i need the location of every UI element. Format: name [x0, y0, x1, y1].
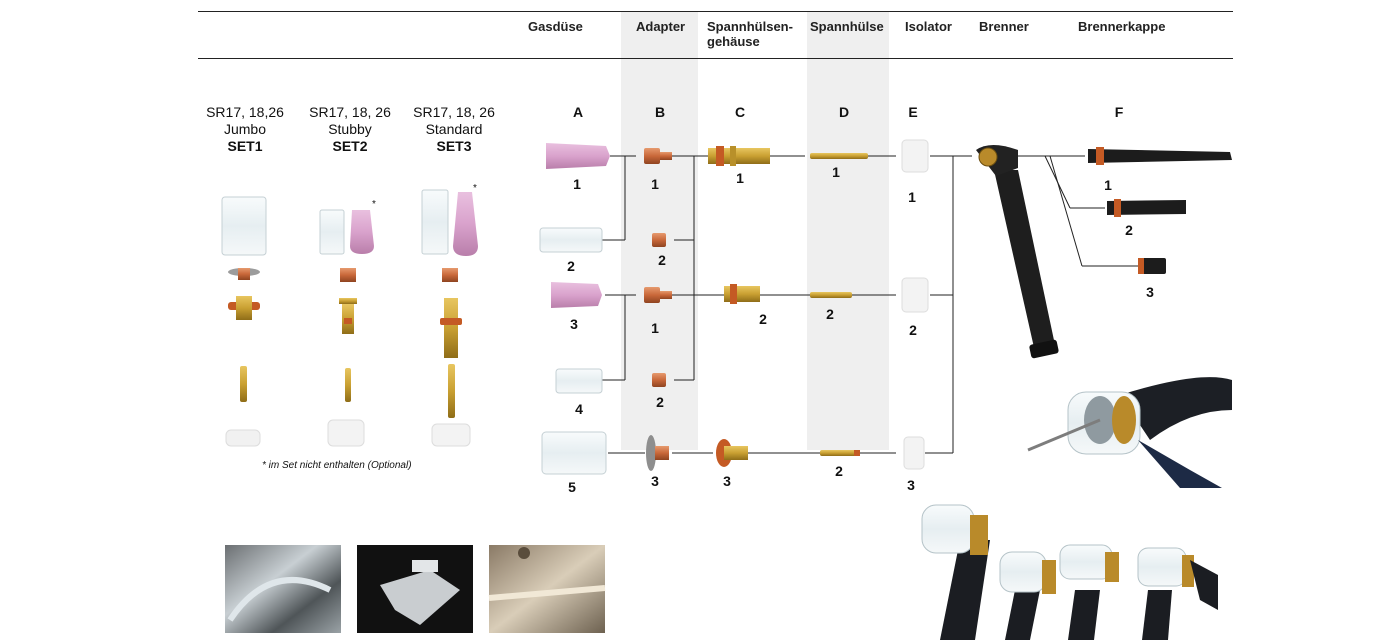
insulators: [901, 139, 929, 470]
header-rule: [198, 58, 1233, 59]
num-b-3: 1: [651, 320, 659, 336]
num-b-2: 2: [658, 252, 666, 268]
gas-nozzles: [539, 143, 610, 475]
optional-note: * im Set nicht enthalten (Optional): [262, 460, 412, 471]
num-a-5: 5: [568, 479, 576, 495]
torch-caps: [1088, 147, 1232, 274]
weld-photo-2: [357, 545, 473, 633]
set1-heading: SR17, 18,26 Jumbo SET1: [190, 104, 300, 155]
num-f-2: 2: [1125, 222, 1133, 238]
set1-line2: Jumbo: [223, 121, 267, 137]
header-brennerkappe: Brennerkappe: [1078, 19, 1166, 34]
num-e-2: 2: [909, 322, 917, 338]
set2-parts: [319, 209, 374, 447]
header-brenner: Brenner: [979, 19, 1029, 34]
gas-lens-closeup: [1027, 377, 1232, 488]
set3-line2: Standard: [425, 121, 483, 137]
num-b-1: 1: [651, 176, 659, 192]
num-d-1: 1: [832, 164, 840, 180]
set1-parts: [221, 196, 267, 447]
header-spannhuelsengehaeuse-line1: Spannhülsen-: [707, 19, 793, 34]
letter-e: E: [908, 104, 918, 120]
weld-photo-3: [488, 545, 606, 633]
optional-mark-set3: *: [473, 183, 477, 194]
optional-mark-set2: *: [372, 199, 376, 210]
header-isolator: Isolator: [905, 19, 952, 34]
num-a-1: 1: [573, 176, 581, 192]
num-c-3: 3: [723, 473, 731, 489]
num-f-3: 3: [1146, 284, 1154, 300]
num-d-3: 2: [835, 463, 843, 479]
num-f-1: 1: [1104, 177, 1112, 193]
four-torches-photo: [921, 504, 1218, 640]
collets: [810, 153, 868, 456]
header-adapter: Adapter: [636, 19, 686, 34]
letter-a: A: [572, 104, 584, 120]
torch-illustration: [976, 145, 1059, 359]
num-e-1: 1: [908, 189, 916, 205]
adapters: [644, 148, 672, 471]
spannhuelse-column-band: [807, 12, 889, 450]
letter-c: C: [734, 104, 746, 120]
set1-line3: SET1: [227, 138, 263, 154]
weld-photo-1: [225, 545, 341, 633]
connector-lines: [602, 155, 1138, 454]
set1-line1: SR17, 18,26: [206, 104, 284, 120]
set2-line1: SR17, 18, 26: [309, 104, 391, 120]
num-c-2: 2: [759, 311, 767, 327]
set3-line3: SET3: [436, 138, 472, 154]
num-b-5: 3: [651, 473, 659, 489]
letter-b: B: [654, 104, 666, 120]
letter-f: F: [1114, 104, 1124, 120]
set3-parts: [421, 189, 478, 447]
header-gasduese: Gasdüse: [528, 19, 583, 34]
set2-line2: Stubby: [328, 121, 372, 137]
num-c-1: 1: [736, 170, 744, 186]
set2-heading: SR17, 18, 26 Stubby SET2: [295, 104, 405, 155]
header-spannhuelsengehaeuse-line2: gehäuse: [707, 34, 760, 49]
num-d-2: 2: [826, 306, 834, 322]
letter-d: D: [838, 104, 850, 120]
num-e-3: 3: [907, 477, 915, 493]
set3-heading: SR17, 18, 26 Standard SET3: [399, 104, 509, 155]
num-a-4: 4: [575, 401, 583, 417]
num-a-2: 2: [567, 258, 575, 274]
set2-line3: SET2: [332, 138, 368, 154]
header-spannhuelsengehaeuse: Spannhülsen- gehäuse: [707, 19, 793, 49]
num-b-4: 2: [656, 394, 664, 410]
set3-line1: SR17, 18, 26: [413, 104, 495, 120]
top-rule: [198, 11, 1233, 12]
header-spannhuelse: Spannhülse: [810, 19, 884, 34]
collet-bodies: [708, 146, 770, 467]
num-a-3: 3: [570, 316, 578, 332]
